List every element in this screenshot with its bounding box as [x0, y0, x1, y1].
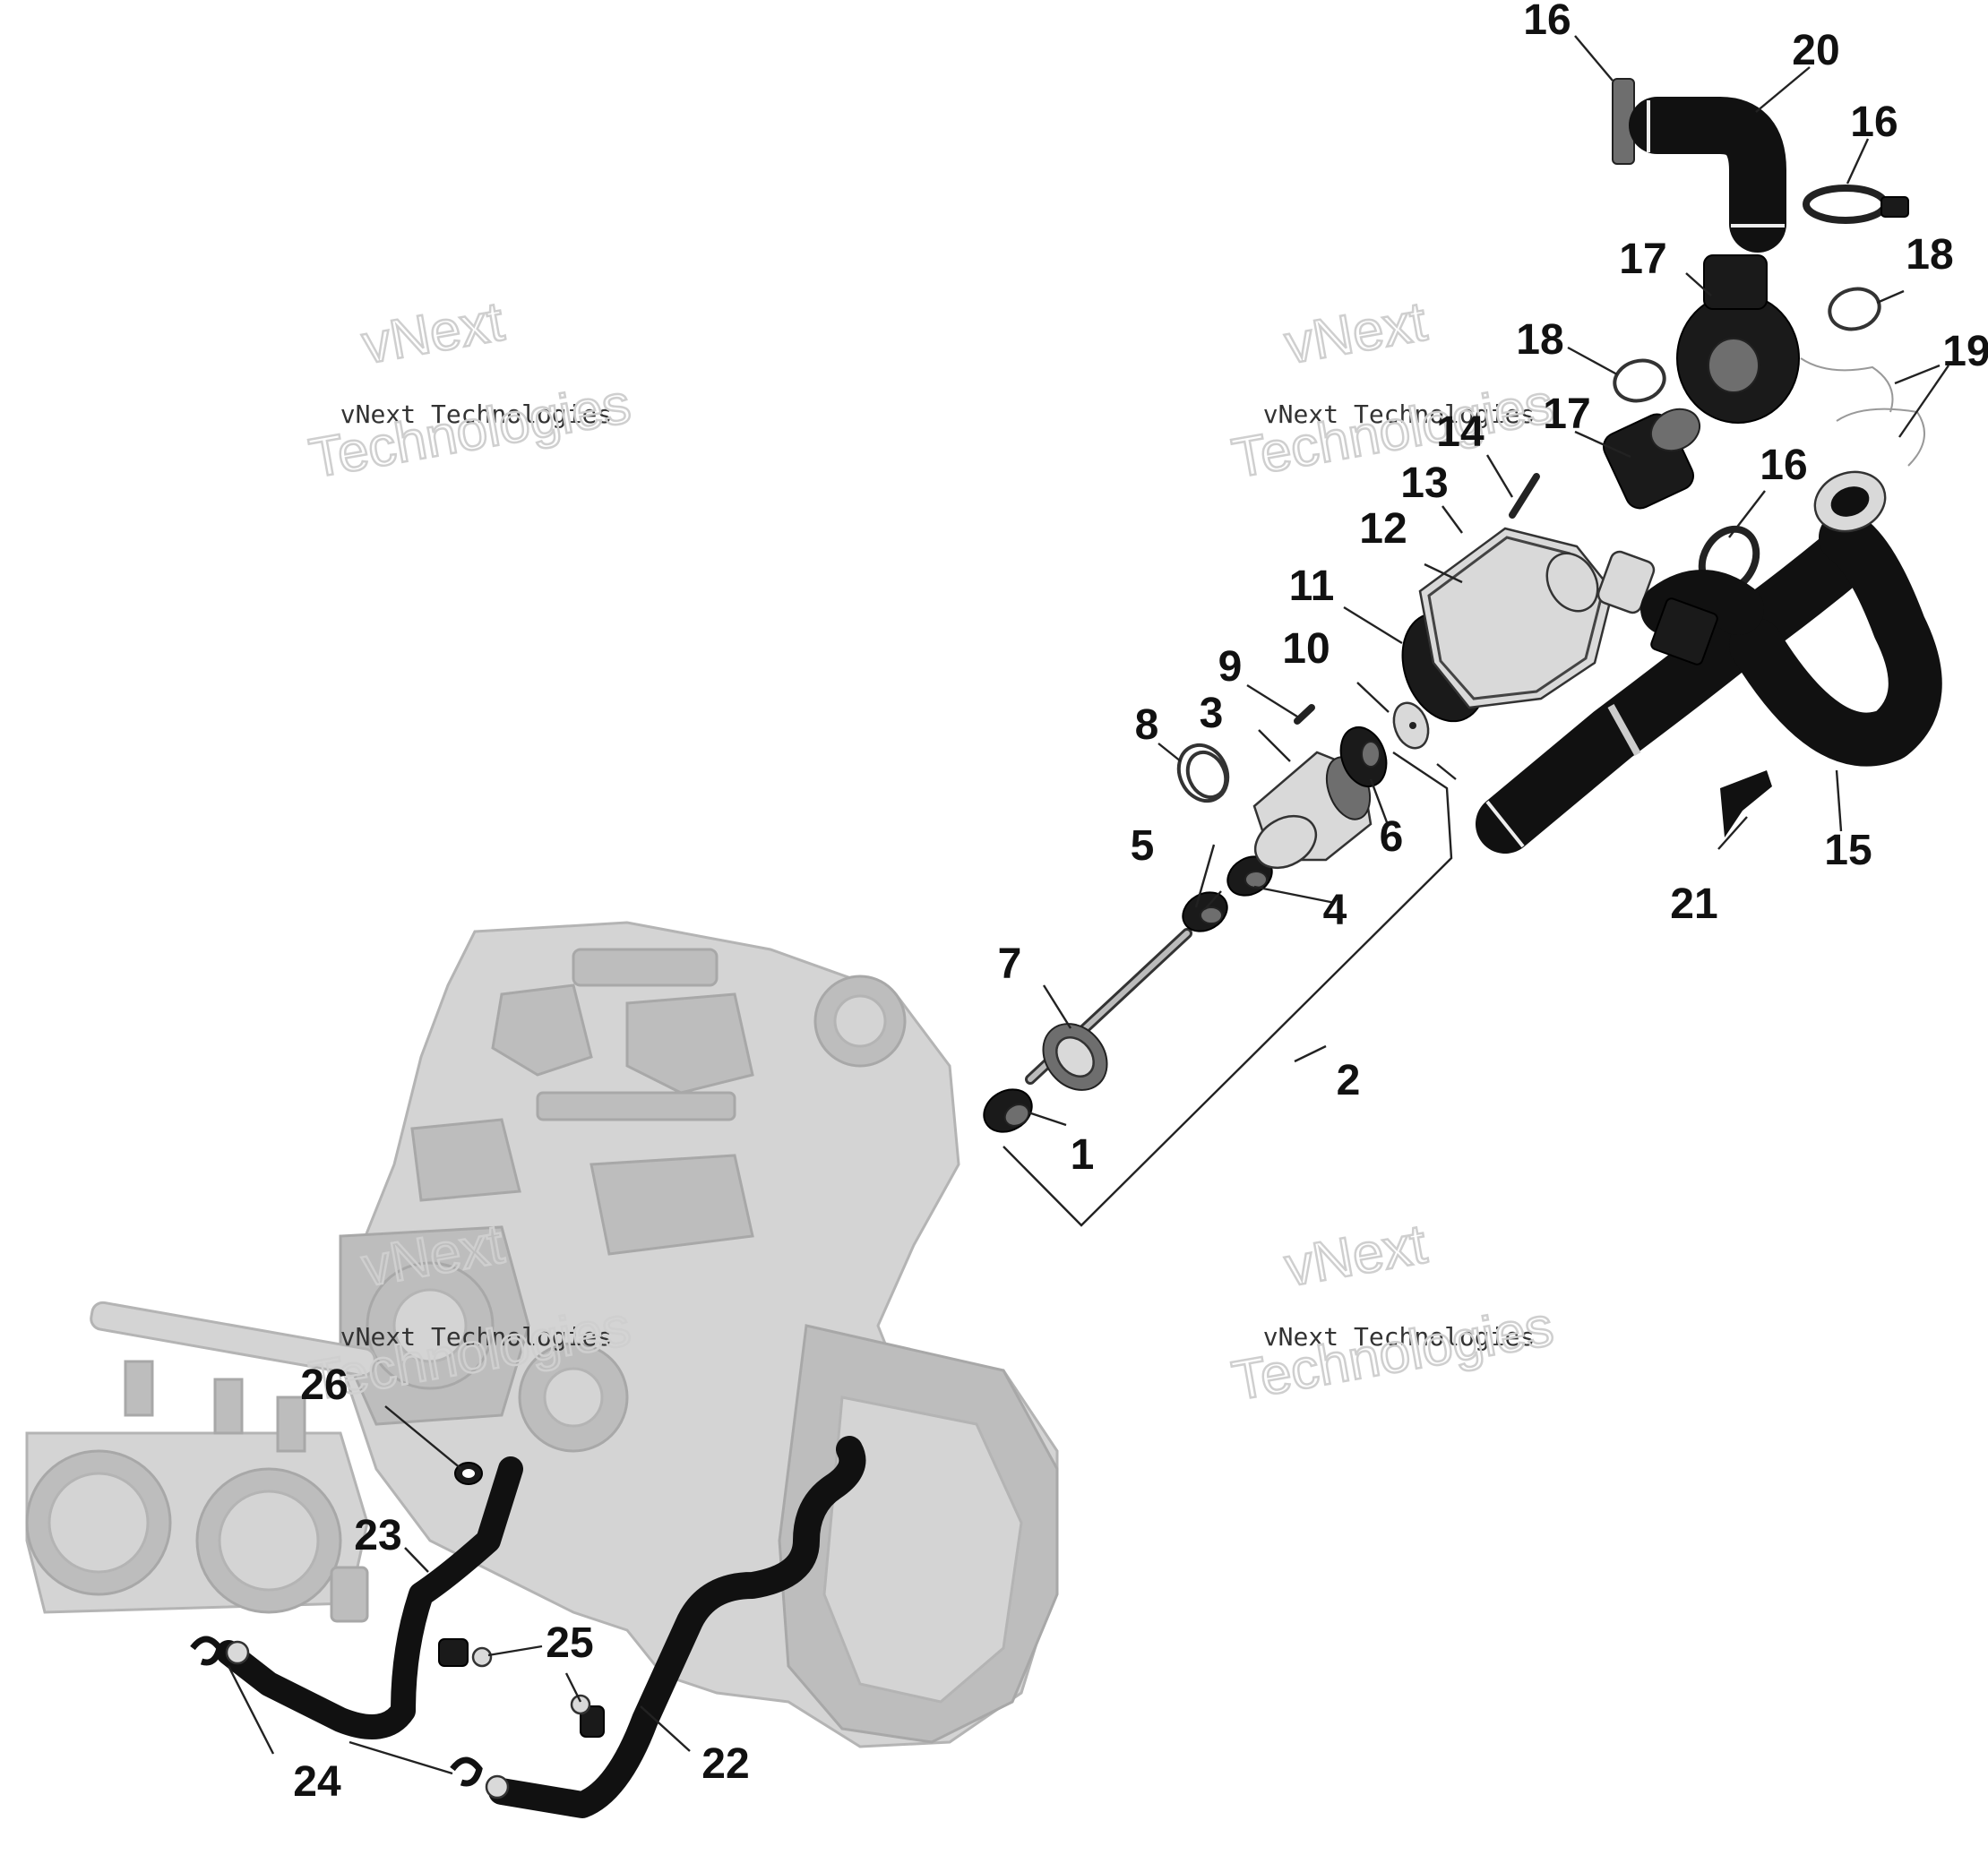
- watermark-2: vNext vNext Technologies Technologies: [1226, 289, 1559, 491]
- callout-26: 26: [300, 1361, 348, 1409]
- callout-24: 24: [293, 1758, 341, 1806]
- callout-17-upper: 17: [1619, 236, 1666, 283]
- callout-16-middle: 16: [1760, 442, 1807, 489]
- callout-labels: 1 2 3 4 5 6 7 8 9 10 11 12 13 14 15 16 1…: [293, 0, 1988, 1806]
- part-20-elbow-hose: [1629, 97, 1786, 253]
- part-22-hose: [488, 1436, 866, 1818]
- part-9-screw: [1294, 704, 1315, 725]
- callout-14: 14: [1436, 408, 1485, 456]
- svg-text:Technologies: Technologies: [1227, 1295, 1557, 1413]
- engine-assembly: [339, 921, 1059, 1748]
- callout-1: 1: [1071, 1131, 1095, 1179]
- part-18-ring-right: [1828, 287, 1881, 331]
- svg-text:vNext Technologies: vNext Technologies: [1263, 1322, 1535, 1352]
- svg-text:vNext Technologies: vNext Technologies: [340, 1322, 612, 1352]
- callout-4: 4: [1323, 887, 1347, 934]
- callout-17-lower: 17: [1543, 391, 1590, 438]
- callout-15: 15: [1824, 827, 1872, 874]
- callout-23: 23: [354, 1512, 401, 1559]
- part-16-band-clamp: [1803, 185, 1889, 224]
- callout-20: 20: [1792, 27, 1839, 74]
- part-12-13-pump-cover: [1418, 527, 1656, 709]
- part-5-bearing: [1182, 891, 1228, 932]
- upper-coolant-parts: [1476, 78, 1942, 854]
- part-24-clamp-right: [450, 1756, 510, 1799]
- part-17-thermostat-housing: [1676, 254, 1800, 424]
- callout-18-right: 18: [1906, 231, 1953, 279]
- svg-text:Technologies: Technologies: [305, 373, 634, 490]
- part-15-y-hose: [1476, 470, 1942, 854]
- callout-3: 3: [1200, 690, 1224, 737]
- svg-text:Technologies: Technologies: [1227, 373, 1557, 490]
- callout-16-top: 16: [1523, 0, 1571, 44]
- callout-12: 12: [1359, 505, 1407, 553]
- svg-text:vNext: vNext: [357, 290, 508, 375]
- part-3-pump-housing: [1252, 751, 1373, 870]
- callout-25: 25: [546, 1619, 593, 1667]
- part-23-hose: [216, 1456, 523, 1739]
- part-24-clamp-left: [190, 1636, 250, 1666]
- part-14-bolt: [1509, 473, 1540, 519]
- callout-9: 9: [1218, 643, 1243, 691]
- svg-text:vNext Technologies: vNext Technologies: [1263, 399, 1535, 429]
- svg-text:vNext Technologies: vNext Technologies: [340, 399, 612, 429]
- part-7-shaft-gear: [1025, 928, 1192, 1091]
- callout-7: 7: [998, 940, 1022, 988]
- part-19-element: [1800, 357, 1925, 467]
- part-25-clamp-upper: [438, 1638, 493, 1668]
- callout-2: 2: [1337, 1057, 1361, 1104]
- callout-22: 22: [701, 1740, 749, 1788]
- watermark-1: vNext vNext Technologies Technologies: [304, 289, 636, 491]
- callout-18-left: 18: [1516, 316, 1563, 364]
- leader-lines: [227, 35, 1949, 1775]
- throttle-body-assembly: [25, 1301, 376, 1623]
- callout-8: 8: [1135, 701, 1159, 749]
- part-10-washer: [1392, 701, 1430, 750]
- callout-10: 10: [1282, 625, 1330, 673]
- part-17-lower-housing: [1602, 408, 1701, 510]
- lower-coolant-hoses: [190, 1436, 866, 1818]
- part-21-clamp: [1720, 770, 1772, 837]
- part-25-clamp-lower: [570, 1694, 605, 1738]
- watermark-4: vNext vNext Technologies Technologies: [1226, 1212, 1559, 1413]
- part-1-bearing: [983, 1088, 1033, 1133]
- callout-21: 21: [1670, 880, 1717, 928]
- svg-text:vNext: vNext: [1280, 290, 1431, 375]
- svg-text:vNext: vNext: [1280, 1213, 1431, 1298]
- callout-6: 6: [1380, 813, 1404, 861]
- callout-11: 11: [1289, 563, 1335, 610]
- callout-19: 19: [1942, 328, 1988, 375]
- callout-5: 5: [1131, 822, 1155, 870]
- part-8-oring: [1176, 743, 1230, 803]
- part-18-ring-left: [1613, 358, 1666, 403]
- callout-16-right: 16: [1850, 99, 1898, 146]
- callout-13: 13: [1400, 459, 1448, 507]
